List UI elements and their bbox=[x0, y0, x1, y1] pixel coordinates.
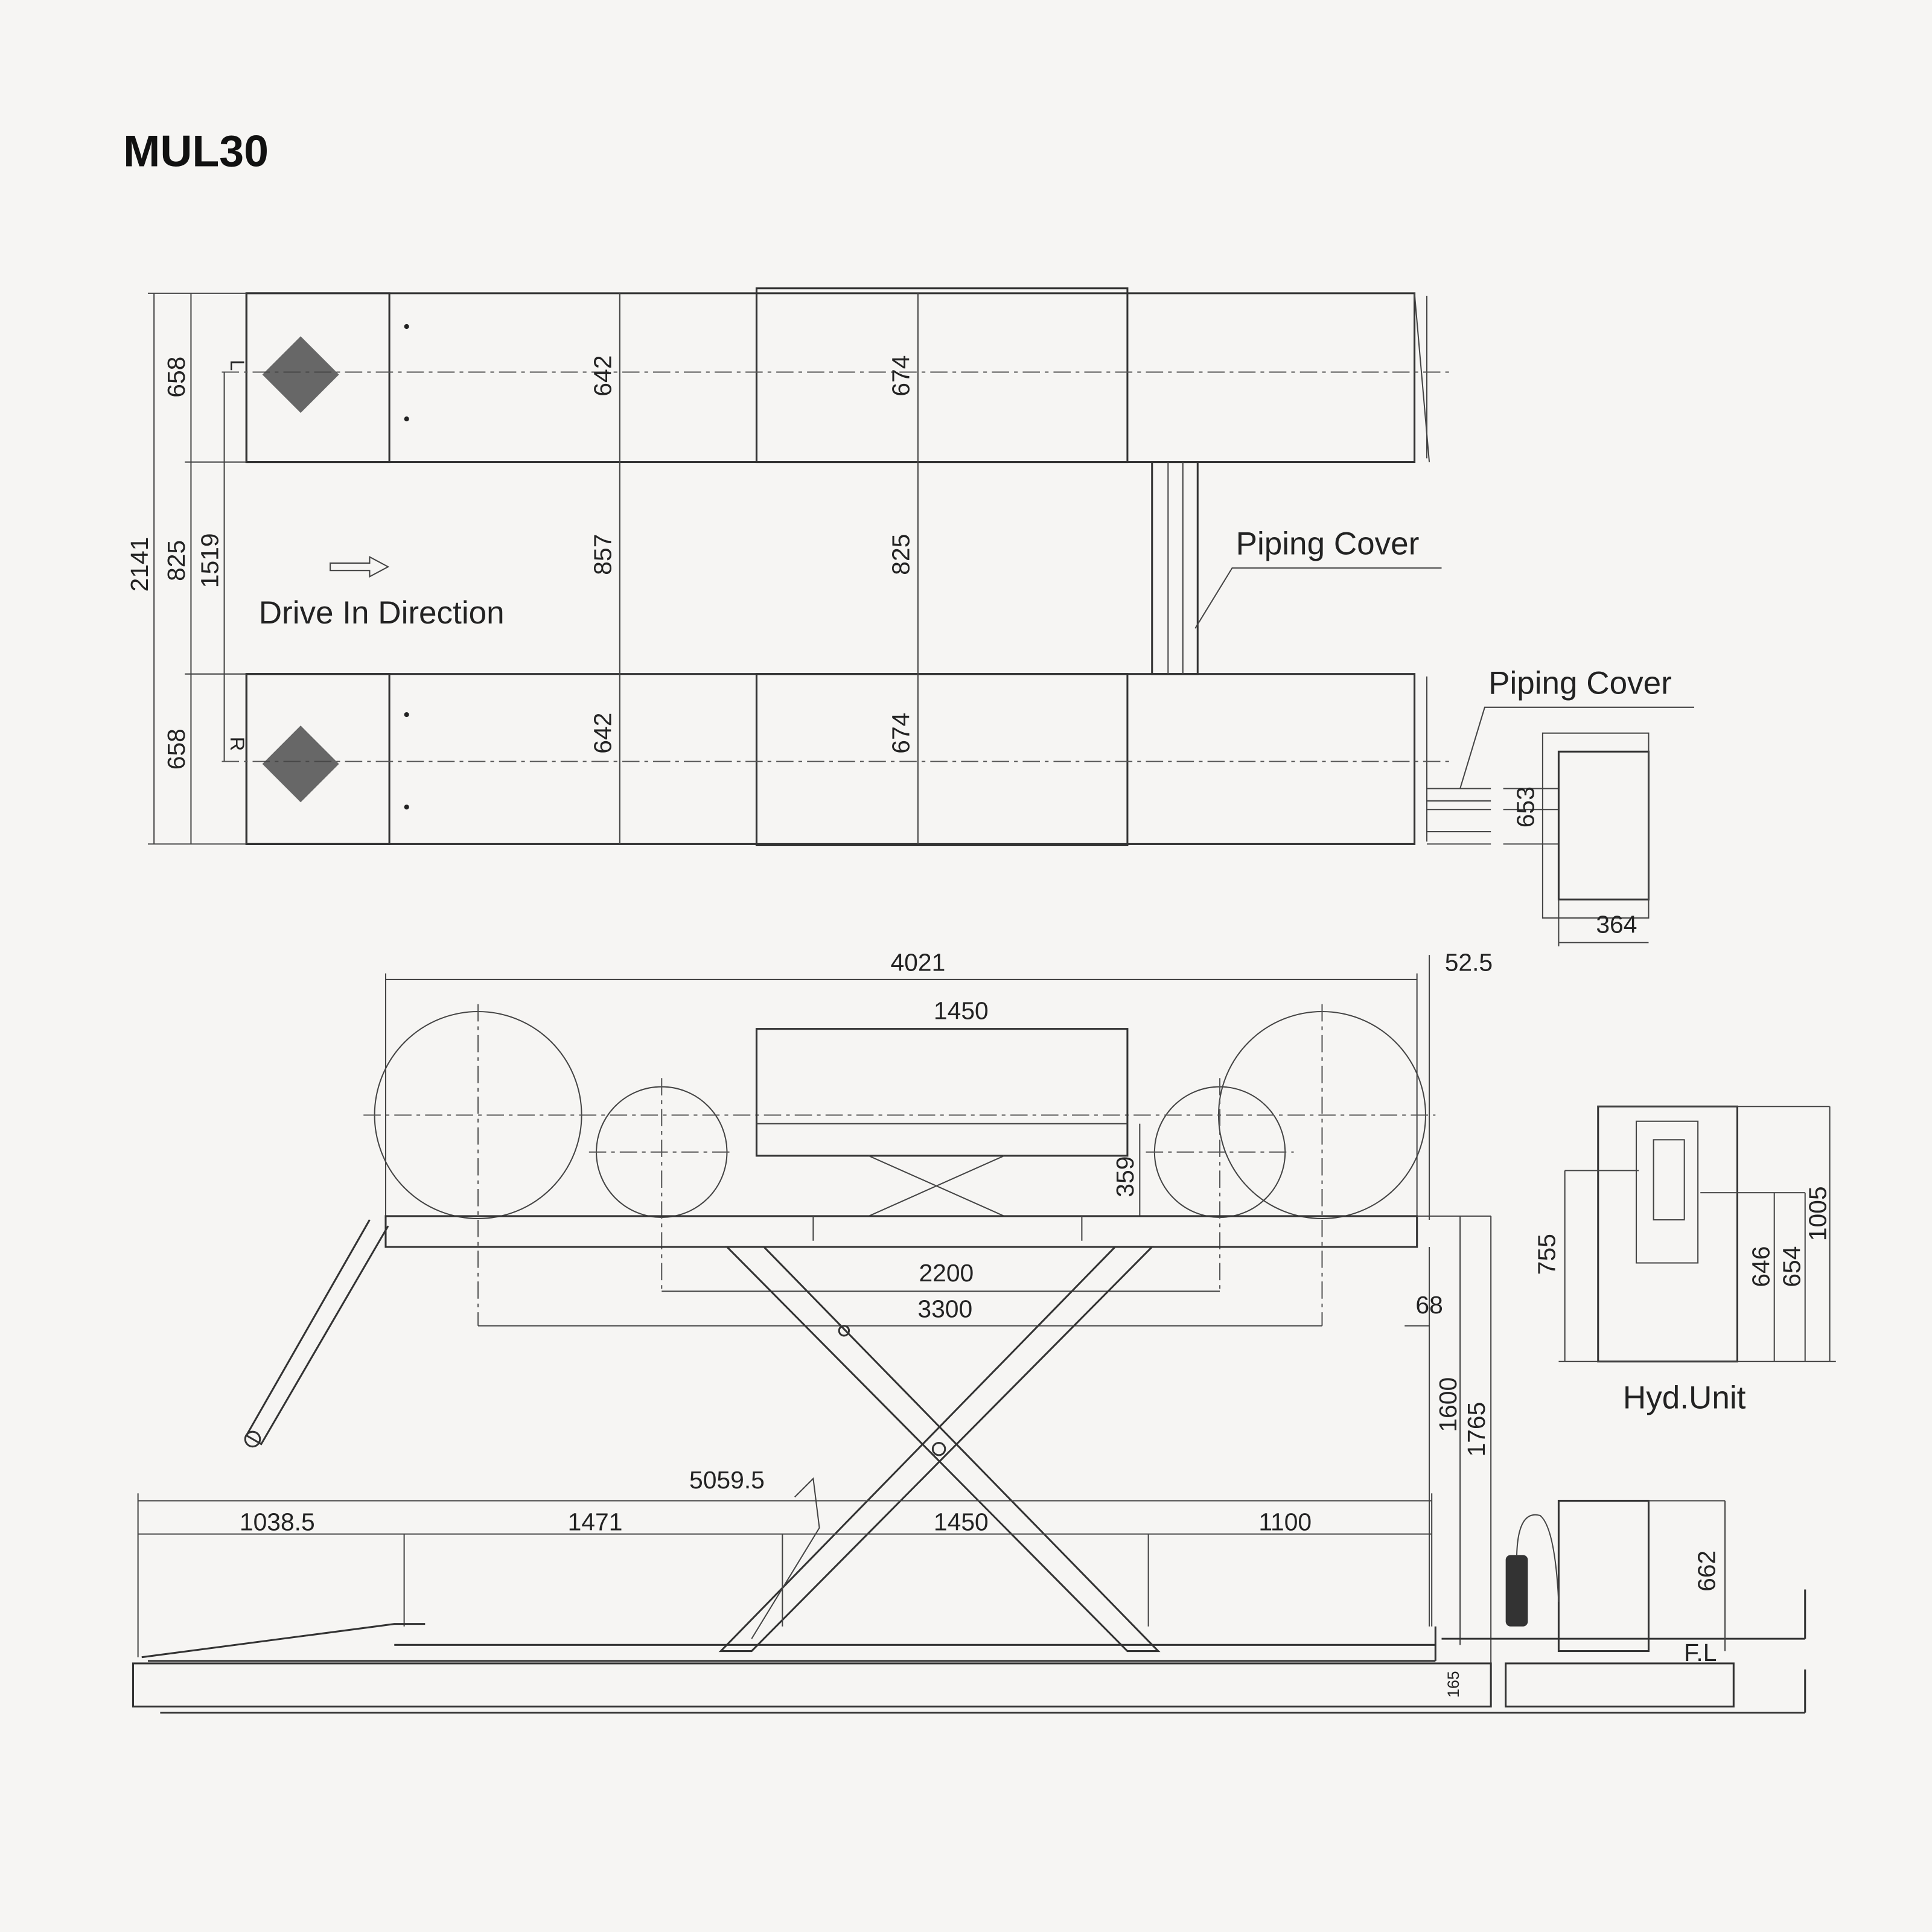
dim: 1100 bbox=[1258, 1508, 1312, 1535]
drive-direction-label: Drive In Direction bbox=[259, 595, 505, 631]
hyd-unit-front: 755 646 654 1005 Hyd.Unit bbox=[1532, 1105, 1836, 1415]
dim: 662 bbox=[1693, 1551, 1721, 1592]
dim: 653 bbox=[1512, 786, 1540, 827]
side-view: 4021 52.5 1450 359 2200 3300 68 1600 176… bbox=[132, 949, 1806, 1714]
drawing-title: MUL30 bbox=[123, 126, 269, 176]
scissor-arm bbox=[724, 1246, 1161, 1653]
dim: 4021 bbox=[890, 949, 945, 977]
platform-deck bbox=[384, 1215, 1418, 1248]
dim: 52.5 bbox=[1445, 949, 1493, 977]
dim: 1471 bbox=[568, 1508, 623, 1535]
scissor-arm bbox=[718, 1246, 1155, 1653]
dim: 1600 bbox=[1434, 1377, 1462, 1432]
dim: 2200 bbox=[919, 1259, 974, 1287]
turntable-plate-right bbox=[245, 673, 391, 845]
hyd-unit-label: Hyd.Unit bbox=[1623, 1380, 1746, 1415]
dim-gap: 825 bbox=[162, 540, 190, 581]
dim-center: 1519 bbox=[196, 533, 223, 588]
dim-total-width: 2141 bbox=[126, 537, 153, 592]
dim: 642 bbox=[589, 713, 617, 754]
turntable-icon bbox=[262, 336, 339, 413]
mark-right: R bbox=[226, 737, 249, 751]
dim: 646 bbox=[1747, 1246, 1775, 1287]
dim: 825 bbox=[887, 534, 915, 575]
dim: 1005 bbox=[1803, 1186, 1831, 1241]
dim-runway-bottom: 658 bbox=[162, 728, 190, 770]
dim: 674 bbox=[887, 713, 915, 754]
dim: 1038.5 bbox=[240, 1508, 315, 1535]
dim: 1765 bbox=[1462, 1402, 1490, 1457]
top-view: 658 825 2141 1519 658 L R 642 674 857 82… bbox=[126, 287, 1694, 946]
dim: 1450 bbox=[934, 996, 989, 1024]
piping-cover-label: Piping Cover bbox=[1488, 665, 1672, 701]
hyd-unit-body bbox=[1597, 1105, 1738, 1363]
dim-runway-top: 658 bbox=[162, 357, 190, 398]
turntable-plate-left bbox=[245, 292, 391, 464]
piping-cover-column bbox=[1151, 461, 1199, 675]
floor-level-label: F.L bbox=[1684, 1639, 1717, 1666]
piping-cover-label: Piping Cover bbox=[1236, 526, 1420, 562]
entry-ramp bbox=[141, 1623, 426, 1659]
hyd-unit-top bbox=[1557, 750, 1650, 901]
runway-bottom bbox=[245, 673, 1416, 845]
arrow-right-icon bbox=[330, 556, 390, 578]
dim: 1450 bbox=[934, 1508, 989, 1535]
dim: 654 bbox=[1778, 1246, 1806, 1287]
hyd-unit-side bbox=[1557, 1499, 1650, 1653]
turntable-icon bbox=[262, 725, 339, 803]
ramp bbox=[245, 1219, 389, 1446]
dim: 364 bbox=[1596, 910, 1637, 938]
runway-top bbox=[245, 292, 1416, 464]
mid-lift-platform bbox=[755, 1028, 1129, 1157]
dim: 359 bbox=[1111, 1156, 1139, 1197]
dim: 755 bbox=[1532, 1234, 1560, 1275]
dim: 642 bbox=[589, 355, 617, 397]
dim: 5059.5 bbox=[689, 1466, 765, 1494]
pendant-control-icon bbox=[1505, 1555, 1528, 1627]
dim: 3300 bbox=[917, 1295, 972, 1322]
dim: 857 bbox=[589, 534, 617, 575]
mark-left: L bbox=[226, 360, 249, 371]
dim: 165 bbox=[1444, 1671, 1462, 1698]
dim: 674 bbox=[887, 355, 915, 397]
pit bbox=[132, 1662, 1492, 1707]
